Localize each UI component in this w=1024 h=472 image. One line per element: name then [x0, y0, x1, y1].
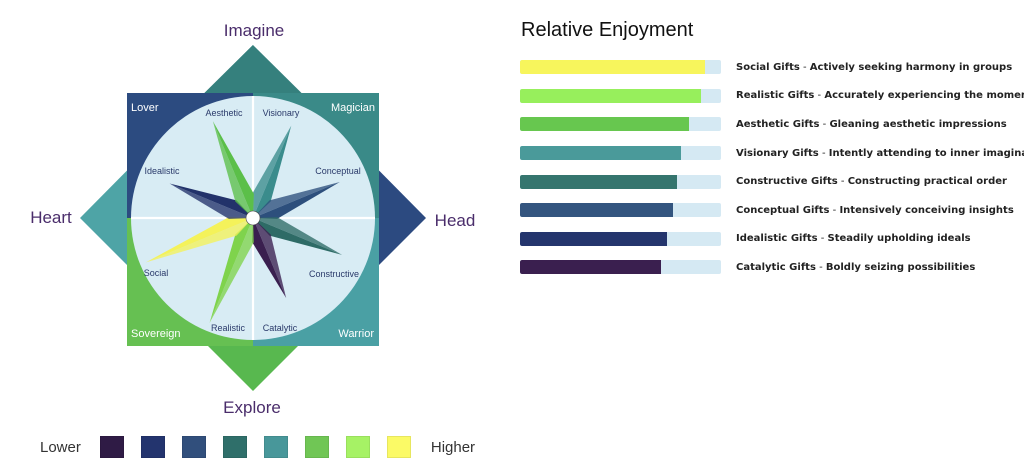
legend-swatch-5: [263, 436, 288, 458]
bar-row-conceptual: Conceptual Gifts - Intensively conceivin…: [520, 196, 1020, 225]
quadrant-label-sovereign: Sovereign: [131, 328, 181, 340]
bar-fill-visionary: [520, 146, 681, 161]
spoke-conceptual-b: [253, 182, 340, 218]
bar-row-catalytic: Catalytic Gifts - Boldly seizing possibi…: [520, 253, 1020, 282]
legend-swatch-4: [222, 436, 247, 458]
legend-high-label: Higher: [430, 438, 476, 456]
spoke-catalytic-b: [253, 218, 287, 299]
legend-swatch-6: [304, 436, 329, 458]
bar-fill-social: [520, 60, 705, 75]
spoke-idealistic-a: [169, 183, 253, 218]
spoke-idealistic-b: [169, 183, 253, 219]
bar-category: Catalytic Gifts: [736, 261, 816, 273]
bar-label: Realistic Gifts - Accurately experiencin…: [736, 90, 1024, 101]
bar-fill-aesthetic: [520, 117, 689, 132]
spoke-constructive-b: [253, 217, 343, 255]
bar-label: Constructive Gifts - Constructing practi…: [736, 176, 1007, 188]
quadrant-label-warrior: Warrior: [338, 328, 374, 340]
bar-description: Constructing practical order: [847, 176, 1007, 188]
bar-fill-catalytic: [520, 260, 661, 275]
bar-track: [520, 117, 721, 132]
axis-label-top: Imagine: [224, 21, 284, 40]
center-hub: [245, 210, 261, 226]
spoke-realistic-a: [209, 218, 253, 323]
bar-row-realistic: Realistic Gifts - Accurately experiencin…: [520, 82, 1024, 111]
bar-category: Constructive Gifts: [736, 176, 838, 188]
bar-label: Social Gifts - Actively seeking harmony …: [736, 61, 1013, 73]
spoke-label-catalytic: Catalytic: [263, 323, 298, 333]
spoke-label-conceptual: Conceptual: [315, 166, 361, 176]
axis-label-left: Heart: [30, 208, 72, 227]
quadrant-label-magician: Magician: [331, 102, 375, 114]
legend-swatch-2: [140, 436, 165, 458]
bar-description: Accurately experiencing the moment: [824, 90, 1024, 102]
quadrant-label-lover: Lover: [131, 102, 159, 114]
spoke-realistic-b: [209, 218, 254, 323]
bar-track: [520, 88, 721, 103]
legend-swatch-7: [345, 436, 370, 458]
bar-label: Visionary Gifts - Intently attending to …: [736, 148, 1024, 159]
spoke-social-b: [145, 218, 253, 263]
spoke-catalytic-a: [252, 218, 287, 299]
bar-track: [520, 231, 721, 246]
bar-track: [520, 260, 721, 275]
bar-track: [520, 174, 721, 189]
bar-row-idealistic: Idealistic Gifts - Steadily upholding id…: [520, 225, 1020, 254]
bar-fill-realistic: [520, 88, 701, 103]
legend-low-label: Lower: [40, 438, 81, 456]
bar-label: Aesthetic Gifts - Gleaning aesthetic imp…: [736, 118, 1007, 130]
bar-description: Actively seeking harmony in groups: [809, 61, 1013, 73]
bar-label: Catalytic Gifts - Boldly seizing possibi…: [736, 261, 976, 273]
legend-swatch-8: [386, 436, 411, 458]
axis-label-bottom: Explore: [223, 398, 281, 417]
color-scale-legend: Lower Higher: [40, 434, 475, 460]
bar-row-constructive: Constructive Gifts - Constructing practi…: [520, 167, 1020, 196]
spoke-label-aesthetic: Aesthetic: [205, 108, 243, 118]
bar-description: Boldly seizing possibilities: [825, 261, 976, 273]
bar-description: Intently attending to inner imagination: [828, 147, 1024, 159]
spoke-conceptual-a: [253, 182, 340, 219]
bar-category: Realistic Gifts: [736, 90, 815, 102]
bar-fill-conceptual: [520, 203, 673, 218]
bar-track: [520, 60, 721, 75]
bar-description: Steadily upholding ideals: [827, 233, 971, 245]
legend-swatch-1: [99, 436, 124, 458]
bar-fill-idealistic: [520, 231, 667, 246]
spoke-label-constructive: Constructive: [309, 269, 359, 279]
spoke-label-idealistic: Idealistic: [144, 166, 180, 176]
spokes-layer: [145, 121, 343, 323]
bar-row-visionary: Visionary Gifts - Intently attending to …: [520, 139, 1024, 168]
bar-track: [520, 203, 721, 218]
bar-label: Idealistic Gifts - Steadily upholding id…: [736, 233, 971, 245]
relative-enjoyment-panel: Relative Enjoyment Social Gifts - Active…: [520, 19, 1024, 282]
spoke-label-realistic: Realistic: [211, 323, 246, 333]
bar-track: [520, 146, 721, 161]
spoke-social-a: [145, 217, 253, 263]
spoke-visionary-b: [252, 125, 292, 218]
spoke-label-visionary: Visionary: [263, 108, 300, 118]
bar-category: Aesthetic Gifts: [736, 118, 820, 130]
bar-category: Idealistic Gifts: [736, 233, 818, 245]
bar-category: Visionary Gifts: [736, 147, 819, 159]
bar-row-aesthetic: Aesthetic Gifts - Gleaning aesthetic imp…: [520, 110, 1020, 139]
relative-enjoyment-title: Relative Enjoyment: [521, 19, 694, 41]
bar-fill-constructive: [520, 174, 677, 189]
spoke-visionary-a: [253, 125, 292, 218]
bar-category: Social Gifts: [736, 61, 800, 73]
bar-row-social: Social Gifts - Actively seeking harmony …: [520, 53, 1020, 82]
spoke-aesthetic-a: [212, 121, 254, 218]
spoke-label-social: Social: [144, 268, 169, 278]
bar-description: Intensively conceiving insights: [839, 204, 1014, 216]
gift-compass-chart: Imagine Explore Heart Head Lover Magicia…: [30, 21, 476, 417]
bar-description: Gleaning aesthetic impressions: [829, 118, 1007, 130]
axis-label-right: Head: [435, 211, 476, 230]
legend-swatch-3: [181, 436, 206, 458]
bar-category: Conceptual Gifts: [736, 204, 830, 216]
bar-label: Conceptual Gifts - Intensively conceivin…: [736, 204, 1014, 216]
spoke-aesthetic-b: [212, 121, 253, 218]
